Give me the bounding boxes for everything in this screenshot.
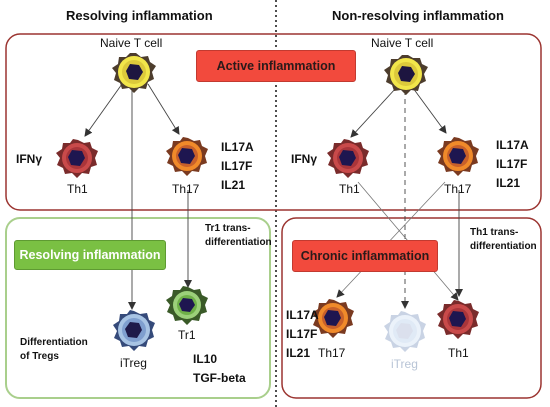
cytokine-il17f: IL17F [286,327,318,341]
resolving-inflammation-box [5,217,271,399]
arrow-naive-to-th1-right [350,87,397,138]
ifng-left-label: IFNγ [16,152,43,166]
cytokine-tgf-beta: TGF-beta [193,371,246,385]
arrow-naive-to-th17-right [412,87,447,134]
th1-right-label: Th1 [339,182,360,196]
resolving-inflammation-pill: Resolving inflammation [14,240,166,270]
th1-chronic-label: Th1 [448,346,469,360]
ifng-right-label: IFNγ [291,152,318,166]
cytokine-il17a: IL17A [496,138,529,152]
active-inflammation-pill: Active inflammation [196,50,356,82]
header-non-resolving: Non-resolving inflammation [332,8,504,23]
chronic-cytokines: IL17A IL17F IL21 [286,306,319,363]
th1-left-label: Th1 [67,182,88,196]
tr1-cytokines: IL10 TGF-beta [193,350,246,388]
th17-chronic-label: Th17 [318,346,346,360]
th17-cytokines-right: IL17A IL17F IL21 [496,136,529,193]
cytokine-il21: IL21 [286,346,311,360]
th17-right-label: Th17 [444,182,472,196]
th1-cell-chronic [437,300,479,339]
naive-t-cell-right-label: Naive T cell [371,36,434,50]
itreg-cell-left [113,310,155,351]
differentiation-of-tregs-label: Differentiation of Tregs [20,337,88,362]
tr1-label: Tr1 [178,328,196,342]
cytokine-il17a: IL17A [286,308,319,322]
itreg-left-label: iTreg [120,356,147,370]
naive-t-cell-left-label: Naive T cell [100,36,163,50]
arrow-naive-to-th1-left [84,83,123,137]
cytokine-il10: IL10 [193,352,218,366]
itreg-cell-chronic [384,311,426,352]
cytokine-il21: IL21 [496,176,521,190]
th17-cell-chronic [312,299,354,338]
th17-left-label: Th17 [172,182,200,196]
cytokine-il21: IL21 [221,178,246,192]
chronic-inflammation-pill: Chronic inflammation [292,240,438,272]
naive-t-cell-right [384,55,428,95]
th17-cell-left [166,137,208,176]
naive-t-cell-left [112,53,156,93]
tr1-transdiff-label: Tr1 trans- differentiation [205,223,272,248]
th1-transdiff-label: Th1 trans- differentiation [470,227,537,252]
cytokine-il17f: IL17F [221,159,253,173]
itreg-chronic-label: iTreg [391,357,418,371]
header-resolving: Resolving inflammation [66,8,213,23]
active-inflammation-box [5,33,542,211]
cytokine-il17f: IL17F [496,157,528,171]
th17-cytokines-left: IL17A IL17F IL21 [221,138,254,195]
tr1-cell [166,286,208,325]
th1-cell-right [327,139,369,178]
th1-cell-left [56,139,98,178]
arrow-th17-to-th17-chronic [336,181,446,298]
th17-cell-right [437,137,479,176]
arrow-naive-to-th17-left [147,83,180,135]
cytokine-il17a: IL17A [221,140,254,154]
